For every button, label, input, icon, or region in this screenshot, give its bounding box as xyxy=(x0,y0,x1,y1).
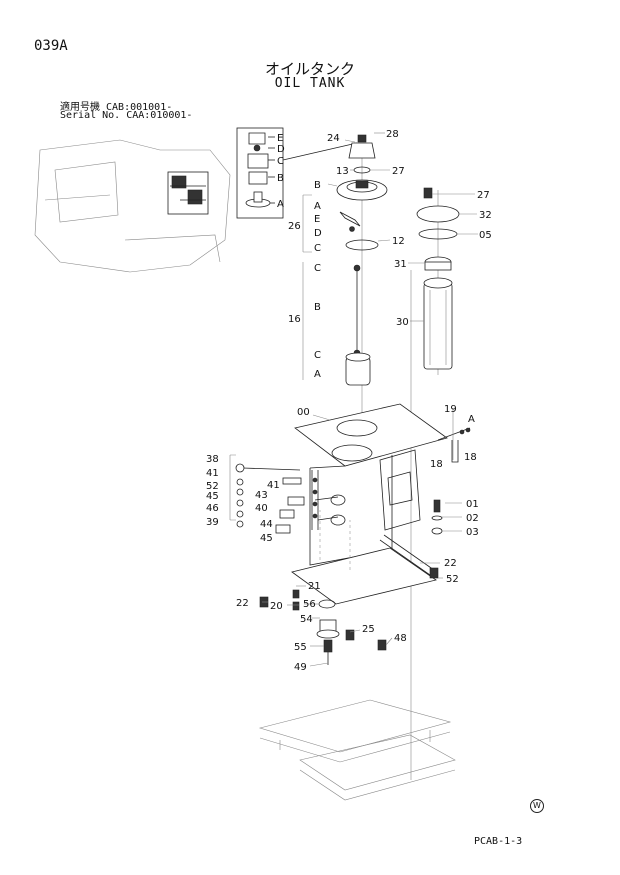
callout-21: 21 xyxy=(308,581,321,592)
chassis-frame-sketch xyxy=(258,699,456,801)
callout-22: 22 xyxy=(444,558,457,569)
group26-letter-b: B xyxy=(314,180,321,191)
inset-letter-e: E xyxy=(277,133,283,144)
inset-letter-d: D xyxy=(277,144,285,155)
callout-45-inner: 45 xyxy=(260,533,273,544)
callout-05: 05 xyxy=(479,230,492,241)
callout-27: 27 xyxy=(392,166,405,177)
footer-code: PCAB-1-3 xyxy=(474,836,523,847)
callout-55: 55 xyxy=(294,642,307,653)
callout-41-inner: 41 xyxy=(267,480,280,491)
callout-39: 39 xyxy=(206,517,219,528)
left-fittings-column xyxy=(235,463,319,534)
callout-41: 41 xyxy=(206,468,219,479)
callout-54: 54 xyxy=(300,614,313,625)
callout-02: 02 xyxy=(466,513,479,524)
machine-location-sketch xyxy=(34,139,231,273)
callout-56: 56 xyxy=(303,599,316,610)
callout-24: 24 xyxy=(327,133,340,144)
page-title-en: OIL TANK xyxy=(274,76,346,91)
callout-00: 00 xyxy=(297,407,310,418)
callout-40: 40 xyxy=(255,503,268,514)
group26-letter-e: E xyxy=(314,214,320,225)
callout-27-right: 27 xyxy=(477,190,490,201)
callout-18-right: 18 xyxy=(464,452,477,463)
top-cover-assembly xyxy=(336,134,388,386)
group26-letter-a: A xyxy=(314,201,321,212)
callout-45: 45 xyxy=(206,491,219,502)
callout-12: 12 xyxy=(392,236,405,247)
group16-letter-c: C xyxy=(314,263,321,274)
return-filter-stack xyxy=(416,187,460,370)
callout-52-right: 52 xyxy=(446,574,459,585)
callout-25: 25 xyxy=(362,624,375,635)
callout-31: 31 xyxy=(394,259,407,270)
oil-tank-body xyxy=(291,403,448,605)
serial-applicability-jp: 適用号機 CAB:001001- xyxy=(60,102,173,113)
side-letter-a: A xyxy=(468,414,475,425)
callout-32: 32 xyxy=(479,210,492,221)
callout-52: 52 xyxy=(206,481,219,492)
letter-labels: E D C B A B A E D C C B C A A xyxy=(277,133,475,425)
callout-22-left: 22 xyxy=(236,598,249,609)
callout-03: 03 xyxy=(466,527,479,538)
leader-lines xyxy=(229,132,478,667)
serial-applicability-en: Serial No. CAA:010001- xyxy=(60,110,193,121)
group16-letter-a: A xyxy=(314,369,321,380)
filter-inset-box xyxy=(236,127,358,219)
callout-28: 28 xyxy=(386,129,399,140)
inset-letter-a: A xyxy=(277,199,284,210)
callout-46: 46 xyxy=(206,503,219,514)
inset-letter-c: C xyxy=(277,156,284,167)
inset-letter-b: B xyxy=(277,173,284,184)
callout-13: 13 xyxy=(336,166,349,177)
callout-49: 49 xyxy=(294,662,307,673)
callout-16: 16 xyxy=(288,314,301,325)
callout-38: 38 xyxy=(206,454,219,465)
callout-43: 43 xyxy=(255,490,268,501)
page-id: 039A xyxy=(34,38,68,54)
callout-44: 44 xyxy=(260,519,273,530)
callout-19: 19 xyxy=(444,404,457,415)
group26-letter-d: D xyxy=(314,228,322,239)
callout-30: 30 xyxy=(396,317,409,328)
w-circle-mark: W xyxy=(530,799,544,813)
page-title-jp: オイルタンク xyxy=(264,60,355,78)
callout-26: 26 xyxy=(288,221,301,232)
callout-labels: 24 28 13 27 27 32 05 12 26 31 30 16 00 1… xyxy=(206,129,492,673)
right-fittings xyxy=(431,427,471,535)
callout-48: 48 xyxy=(394,633,407,644)
group16-letter-c2: C xyxy=(314,350,321,361)
group16-letter-b: B xyxy=(314,302,321,313)
callout-01: 01 xyxy=(466,499,479,510)
callout-20: 20 xyxy=(270,601,283,612)
callout-18: 18 xyxy=(430,459,443,470)
group26-letter-c: C xyxy=(314,243,321,254)
